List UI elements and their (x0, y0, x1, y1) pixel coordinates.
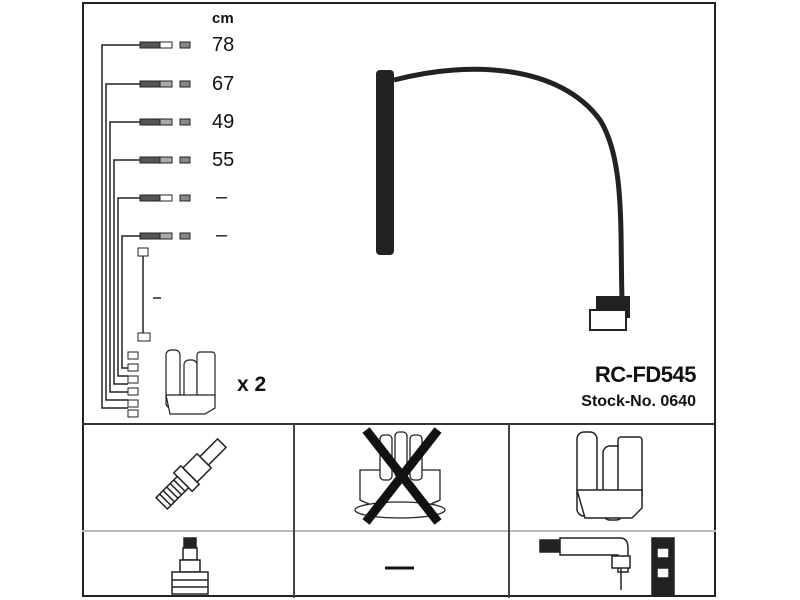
plug-boot-icon (171, 537, 209, 595)
lead-length-1: 78 (212, 34, 235, 56)
divider-top (82, 423, 716, 425)
coil-quantity: x 2 (237, 373, 267, 396)
lead-length-6: – (216, 224, 228, 246)
ignition-lead-illustration (376, 66, 630, 331)
lead-length-2: 67 (212, 73, 235, 95)
lead-length-4: 55 (212, 149, 235, 171)
diagram-frame (82, 2, 716, 597)
lead-set-schematic (101, 44, 144, 409)
divider-middle (82, 530, 716, 532)
product-code: RC-FD545 (594, 362, 697, 387)
lead-length-3: 49 (212, 111, 235, 133)
short-lead-length: – (152, 286, 161, 303)
lead-length-5: – (216, 186, 228, 208)
stock-number: Stock-No. 0640 (581, 393, 696, 410)
divider-col-1 (293, 424, 295, 598)
coil-pack-icon (576, 431, 643, 521)
rotor-placeholder-text: — (385, 555, 386, 556)
divider-col-2 (508, 424, 510, 598)
length-unit-label: cm (212, 10, 234, 27)
spark-plug-icon (154, 437, 228, 511)
lead-connectors (127, 41, 191, 418)
angled-connector-icon (539, 537, 675, 597)
excluded-cross-icon (362, 427, 442, 525)
coil-pack-icon-small (165, 349, 216, 415)
